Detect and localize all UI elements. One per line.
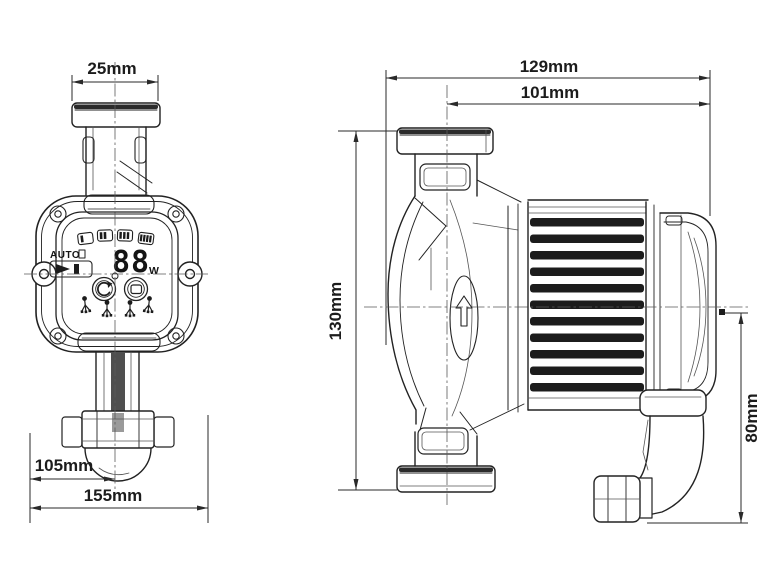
centerlines (24, 62, 750, 505)
corner-screws (49, 205, 185, 345)
dim-101mm (447, 101, 710, 107)
power-unit: W (149, 265, 159, 277)
nut-wing-right (153, 416, 175, 448)
auto-indicator: AUTO (49, 249, 93, 278)
dimension-lines (29, 70, 748, 524)
dim-25mm (71, 75, 159, 101)
display-bezel (55, 211, 179, 341)
dim-label-129mm: 129mm (520, 57, 579, 76)
display-button (123, 276, 149, 302)
dimension-labels: 25mm 105mm 155mm 129mm 101mm 130mm 80mm (35, 57, 761, 505)
dim-129mm (385, 70, 711, 345)
front-top-flange (71, 102, 161, 128)
front-neck (82, 126, 153, 196)
motor-fins (530, 218, 644, 392)
terminal-stub (719, 309, 725, 315)
end-cap (659, 212, 725, 403)
auto-label: AUTO (50, 250, 80, 261)
dim-label-130mm: 130mm (326, 282, 345, 341)
pump-display: AUTO 88 W (49, 229, 159, 318)
knob-button (91, 276, 117, 302)
dim-130mm (338, 130, 397, 491)
motor-body (527, 199, 655, 411)
side-bottom-flange (396, 465, 496, 493)
front-view: AUTO 88 W (31, 102, 203, 482)
side-view (387, 127, 725, 523)
dim-label-80mm: 80mm (742, 393, 761, 442)
dim-label-105mm: 105mm (35, 456, 94, 475)
dim-label-101mm: 101mm (521, 83, 580, 102)
volute-housing (387, 179, 525, 435)
mode-icons (80, 296, 154, 318)
side-top-neck (414, 153, 478, 197)
side-top-flange (396, 127, 494, 155)
nameplate-oval (449, 275, 479, 361)
side-bottom-neck (414, 427, 478, 467)
speed-icons (77, 229, 155, 246)
dim-label-25mm: 25mm (87, 59, 136, 78)
dim-label-155mm: 155mm (84, 486, 143, 505)
front-bottom-assembly (61, 351, 175, 482)
flow-arrow (455, 295, 473, 327)
nut-wing-left (61, 416, 83, 448)
dim-80mm (647, 312, 748, 524)
clamp-bands (77, 194, 161, 352)
dim-155mm (30, 415, 209, 523)
pipe-shading (111, 352, 125, 413)
cable-gland-elbow (593, 389, 707, 523)
